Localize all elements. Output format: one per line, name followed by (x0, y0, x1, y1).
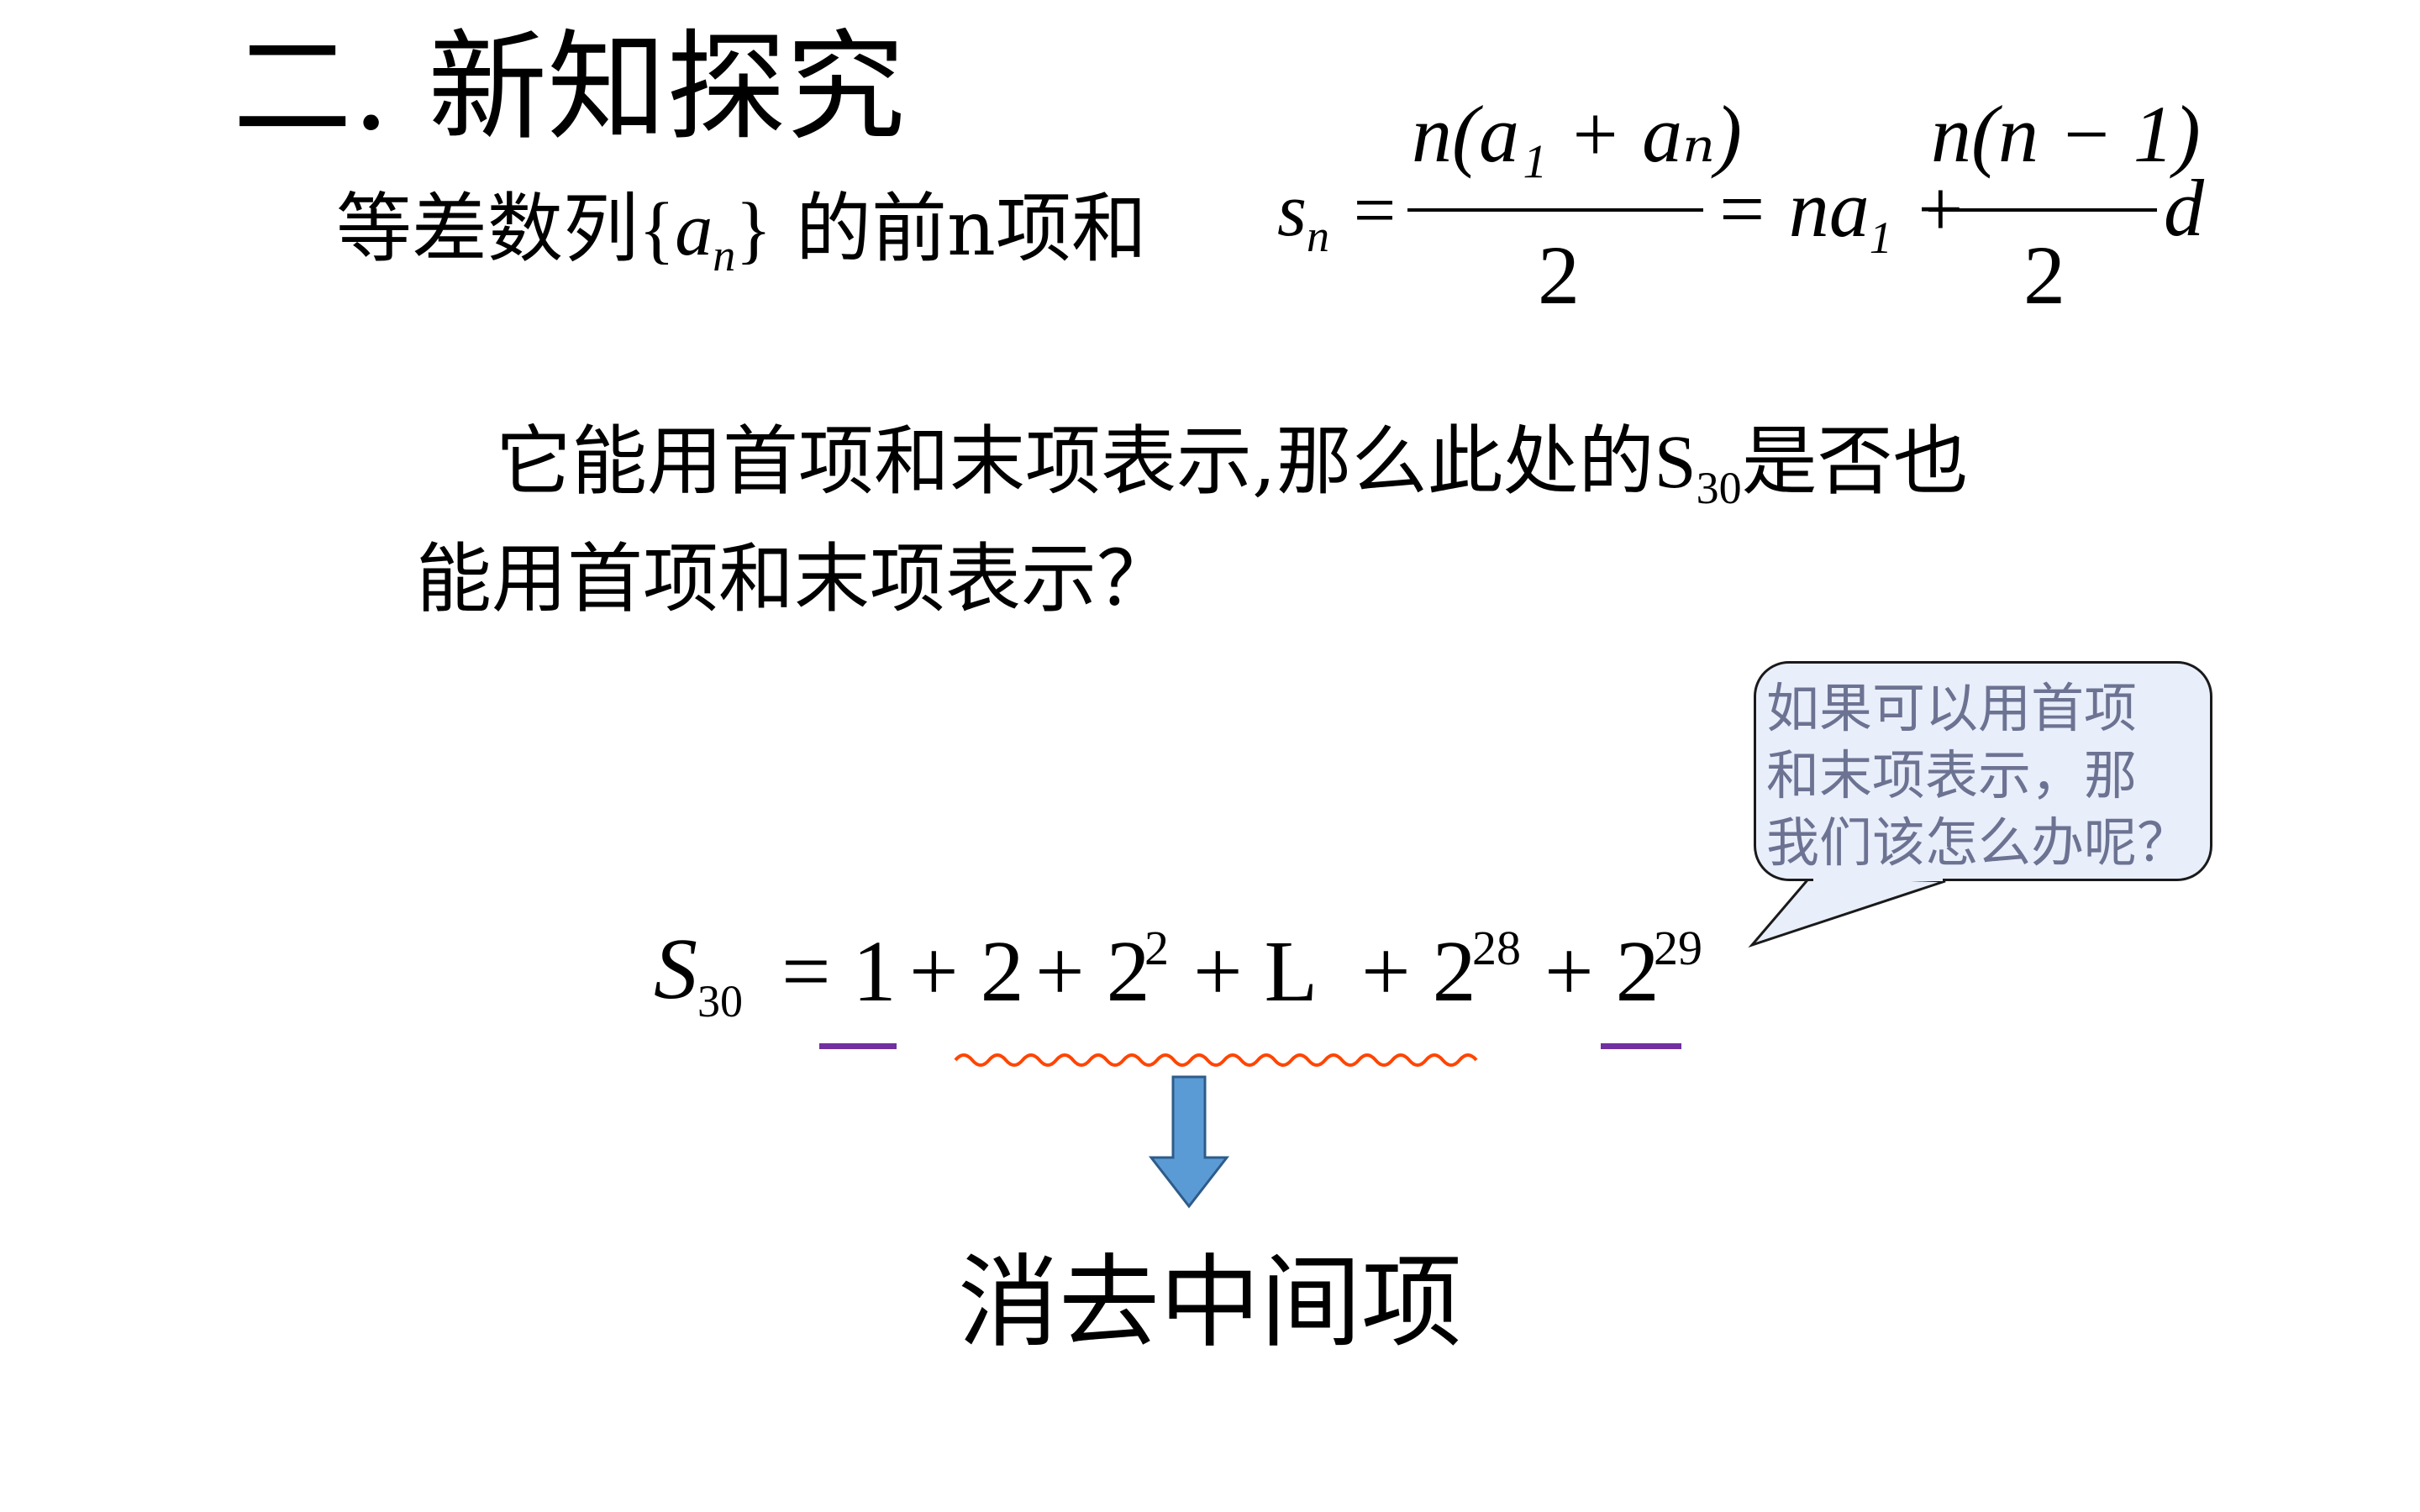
fraction2-numerator: n(n − 1) (1931, 89, 2201, 179)
down-arrow-icon (1148, 1075, 1230, 1209)
middle-terms-wavy-underline (954, 1053, 1478, 1067)
fraction1-denominator: 2 (1538, 228, 1580, 322)
question-line1: 它能用首项和末项表示,那么此处的S30是否也 (496, 421, 1969, 513)
question-symbol: S (1654, 421, 1697, 504)
question-text1: 它能用首项和末项表示,那么此处的 (496, 417, 1655, 506)
callout-bubble: 如果可以用首项 和末项表示，那 我们该怎么办呢？ (1754, 661, 2212, 881)
sum-term: = 1 (781, 923, 897, 1020)
last-term-underline (1601, 1043, 1681, 1049)
fraction2-bar (1928, 208, 2157, 212)
fraction1-bar (1407, 208, 1703, 212)
sum-lhs-sub: 30 (697, 975, 743, 1026)
fraction1-numerator: n(a₁ + aₙ) (1412, 89, 1742, 179)
first-term-underline (819, 1043, 897, 1049)
formula-intro: 等差数列{an} 的前n项和 (336, 192, 1147, 281)
question-symbol-sub: 30 (1696, 463, 1742, 513)
sum-exponent: 2 (1144, 921, 1169, 975)
section-title: 二. 新知探究 (233, 18, 906, 157)
equals-sign: = (1353, 169, 1397, 252)
sum-term: + L (1193, 923, 1318, 1020)
sum-term: + 2 (909, 923, 1024, 1020)
fraction2-denominator: 2 (2023, 228, 2065, 322)
right-brace: } (735, 188, 772, 271)
callout-line: 和末项表示，那 (1766, 745, 2137, 806)
sum-term: + 2 (1544, 923, 1660, 1020)
question-text1-end: 是否也 (1741, 417, 1969, 506)
formula-suffix: 的前n项和 (796, 185, 1147, 273)
formula-lhs: sn = (1277, 169, 1397, 261)
question-line2: 能用首项和末项表示？ (416, 535, 1172, 623)
sum-term: + 2 (1035, 923, 1150, 1020)
lhs-subscript: n (1307, 211, 1330, 261)
middle-subscript: 1 (1869, 213, 1892, 264)
lhs-symbol: s (1277, 169, 1307, 252)
left-brace: { (639, 188, 676, 271)
sum-exponent: 28 (1472, 921, 1521, 975)
callout-line: 如果可以用首项 (1766, 678, 2137, 739)
seq-variable: a (675, 188, 713, 271)
callout-line: 我们该怎么办呢？ (1766, 812, 2190, 874)
middle-term: = na (1714, 164, 1870, 254)
sum-term: + 2 (1361, 923, 1476, 1020)
sum-lhs: S (654, 921, 697, 1017)
seq-subscript: n (713, 230, 736, 281)
formula-prefix: 等差数列 (336, 185, 639, 273)
conclusion-text: 消去中间项 (958, 1245, 1462, 1362)
sum-expression: S30 (654, 924, 743, 1024)
formula-tail: d (2164, 163, 2204, 253)
sum-exponent: 29 (1654, 921, 1702, 975)
